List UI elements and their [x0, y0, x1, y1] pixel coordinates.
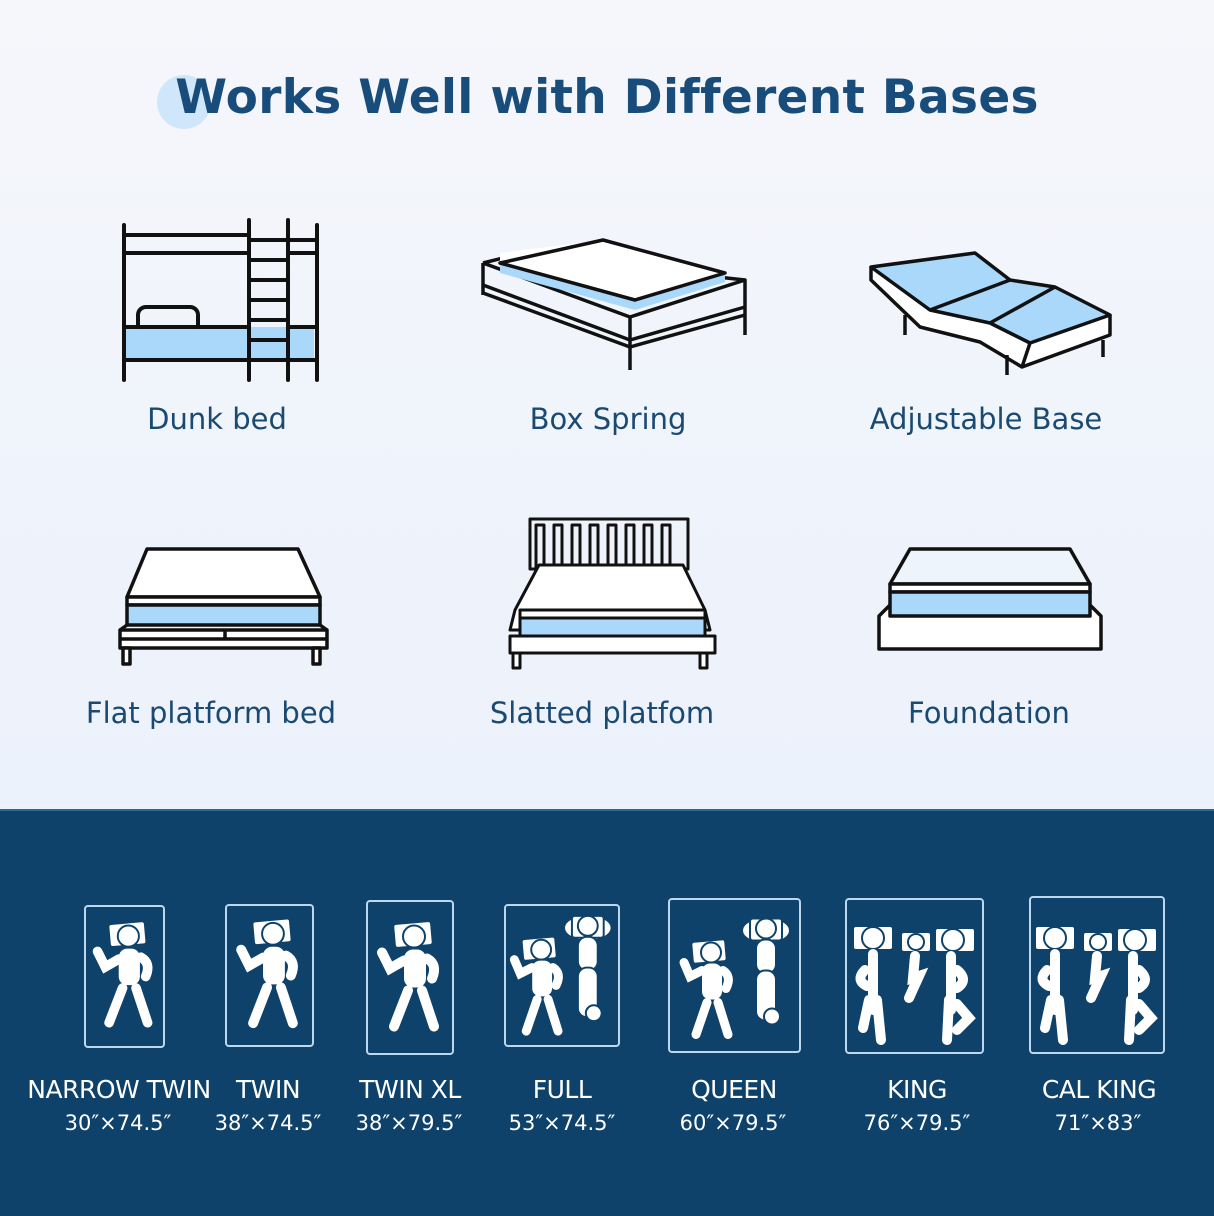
size-name: NARROW TWIN [27, 1075, 211, 1104]
size-name: TWIN XL [359, 1075, 461, 1104]
base-box-spring [475, 235, 750, 375]
family-sleepers-icon [1034, 925, 1158, 1045]
base-label-slatted-platform: Slatted platfom [489, 696, 715, 730]
base-slatted-platform [505, 515, 720, 670]
size-box-cal-king [1029, 896, 1165, 1054]
size-name: QUEEN [691, 1075, 777, 1104]
size-box-king [845, 898, 984, 1054]
bunk-bed-icon [122, 218, 319, 382]
title-text: Works Well with Different Bases [175, 70, 1039, 125]
base-label-flat-platform: Flat platform bed [85, 696, 337, 730]
base-label-bunk-bed: Dunk bed [147, 402, 287, 436]
size-box-narrow-twin [84, 905, 165, 1048]
size-dimensions: 71″×83″ [1054, 1111, 1142, 1135]
base-flat-platform [115, 545, 330, 670]
bases-section: Works Well with Different Bases [0, 70, 1214, 730]
flat-platform-bed-icon [118, 547, 329, 666]
title-container: Works Well with Different Bases [0, 70, 1214, 129]
two-sleepers-icon [679, 916, 791, 1039]
size-name: FULL [532, 1075, 592, 1104]
mattress-sizes-panel: NARROW TWIN 30″×74.5″ TWIN 38″×74.5″ [0, 809, 1214, 1216]
base-bunk-bed [118, 215, 323, 385]
size-dimensions: 30″×74.5″ [64, 1111, 172, 1135]
base-label-box-spring: Box Spring [529, 402, 687, 436]
base-adjustable [865, 245, 1115, 380]
one-sleeper-icon [236, 917, 298, 1029]
size-name: KING [887, 1075, 947, 1104]
adjustable-base-icon [869, 251, 1112, 375]
base-label-adjustable: Adjustable Base [869, 402, 1103, 436]
size-box-twin-xl [366, 900, 454, 1055]
slatted-platform-icon [508, 517, 717, 670]
page-title: Works Well with Different Bases [157, 70, 1039, 129]
size-name: TWIN [235, 1075, 301, 1104]
two-sleepers-icon [509, 913, 613, 1036]
size-dimensions: 60″×79.5″ [679, 1111, 787, 1135]
one-sleeper-icon [92, 920, 153, 1028]
size-name: CAL KING [1041, 1075, 1157, 1104]
size-box-twin [225, 904, 314, 1047]
size-dimensions: 76″×79.5″ [863, 1111, 971, 1135]
base-label-foundation: Foundation [908, 696, 1070, 730]
size-box-queen [668, 898, 801, 1053]
family-sleepers-icon [852, 925, 976, 1045]
size-box-full [504, 904, 620, 1047]
size-dimensions: 38″×74.5″ [214, 1111, 322, 1135]
size-dimensions: 53″×74.5″ [508, 1111, 616, 1135]
foundation-icon [877, 547, 1103, 651]
base-foundation [875, 544, 1105, 654]
box-spring-icon [481, 238, 747, 370]
size-dimensions: 38″×79.5″ [355, 1111, 463, 1135]
one-sleeper-icon [377, 920, 440, 1032]
